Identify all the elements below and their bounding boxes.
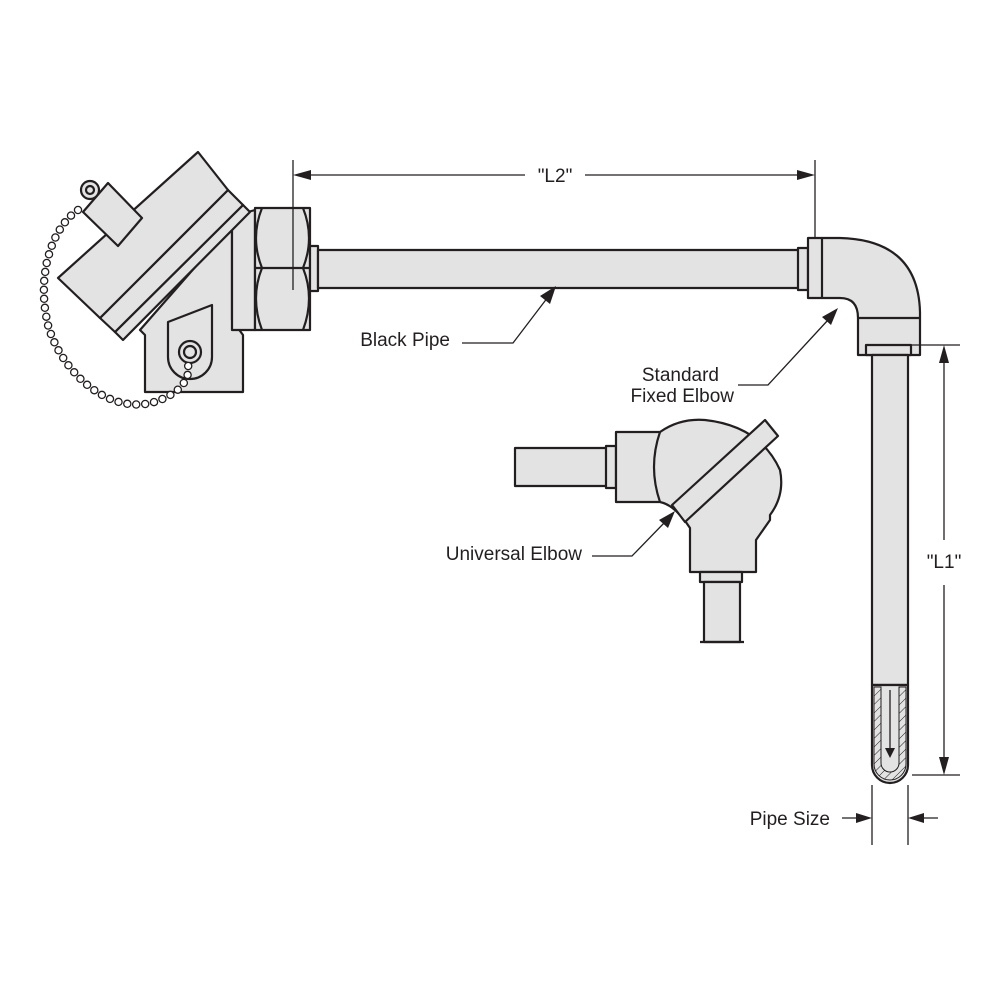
chain-bead: [158, 394, 167, 404]
chain-bead: [40, 303, 50, 313]
chain-bead: [173, 385, 183, 394]
chain-bead: [46, 329, 56, 339]
chain-bead: [123, 399, 132, 409]
chain-bead: [179, 378, 189, 388]
chain-bead: [183, 370, 192, 380]
chain-bead: [54, 346, 63, 355]
chain-bead: [64, 361, 73, 370]
chain-bead: [149, 397, 159, 407]
hex-fitting: [253, 206, 320, 332]
chain-bead: [76, 374, 85, 384]
chain-bead: [82, 380, 92, 390]
chain-bead: [66, 211, 76, 220]
standard-fixed-elbow: [806, 236, 922, 357]
chain-bead: [50, 338, 59, 347]
l1-label: "L1": [927, 552, 962, 573]
chain-bead: [105, 394, 115, 404]
chain-bead: [42, 312, 51, 321]
chain-bead: [55, 225, 65, 234]
retaining-chain: [39, 205, 193, 409]
chain-bead: [183, 361, 193, 371]
chain-bead: [131, 400, 141, 409]
chain-bead: [73, 205, 83, 215]
chain-bead: [40, 267, 50, 277]
dimension-pipe-size: Pipe Size: [750, 785, 938, 845]
chain-bead: [97, 390, 107, 400]
chain-bead: [60, 218, 70, 227]
chain-bead: [114, 397, 123, 407]
chain-bead: [166, 390, 175, 400]
l2-label: "L2": [538, 166, 573, 187]
chain-bead: [39, 276, 49, 286]
universal-elbow: [513, 418, 783, 644]
dimension-l2: "L2": [292, 160, 816, 290]
pipe-size-label: Pipe Size: [750, 809, 830, 830]
black-pipe-label: Black Pipe: [360, 330, 450, 351]
chain-bead: [44, 250, 54, 259]
chain-bead: [140, 399, 150, 409]
chain-bead: [51, 233, 60, 242]
black-pipe: [316, 246, 810, 292]
chain-bead: [69, 368, 79, 377]
connection-head: [56, 150, 257, 394]
vertical-pipe: [870, 353, 910, 785]
standard-elbow-label-line1: Standard: [642, 365, 719, 386]
chain-bead: [39, 294, 49, 304]
chain-bead: [43, 321, 53, 330]
chain-bead: [58, 353, 68, 363]
universal-elbow-label: Universal Elbow: [446, 544, 582, 565]
standard-elbow-label-line2: Fixed Elbow: [631, 386, 735, 407]
chain-bead: [47, 241, 57, 251]
chain-bead: [90, 385, 99, 395]
dimension-l1: "L1": [912, 344, 962, 776]
callout-standard-elbow: Standard Fixed Elbow: [631, 308, 838, 407]
callout-black-pipe: Black Pipe: [360, 286, 556, 351]
callout-universal-elbow: Universal Elbow: [446, 511, 675, 565]
chain-bead: [42, 258, 51, 268]
chain-bead: [39, 285, 49, 295]
